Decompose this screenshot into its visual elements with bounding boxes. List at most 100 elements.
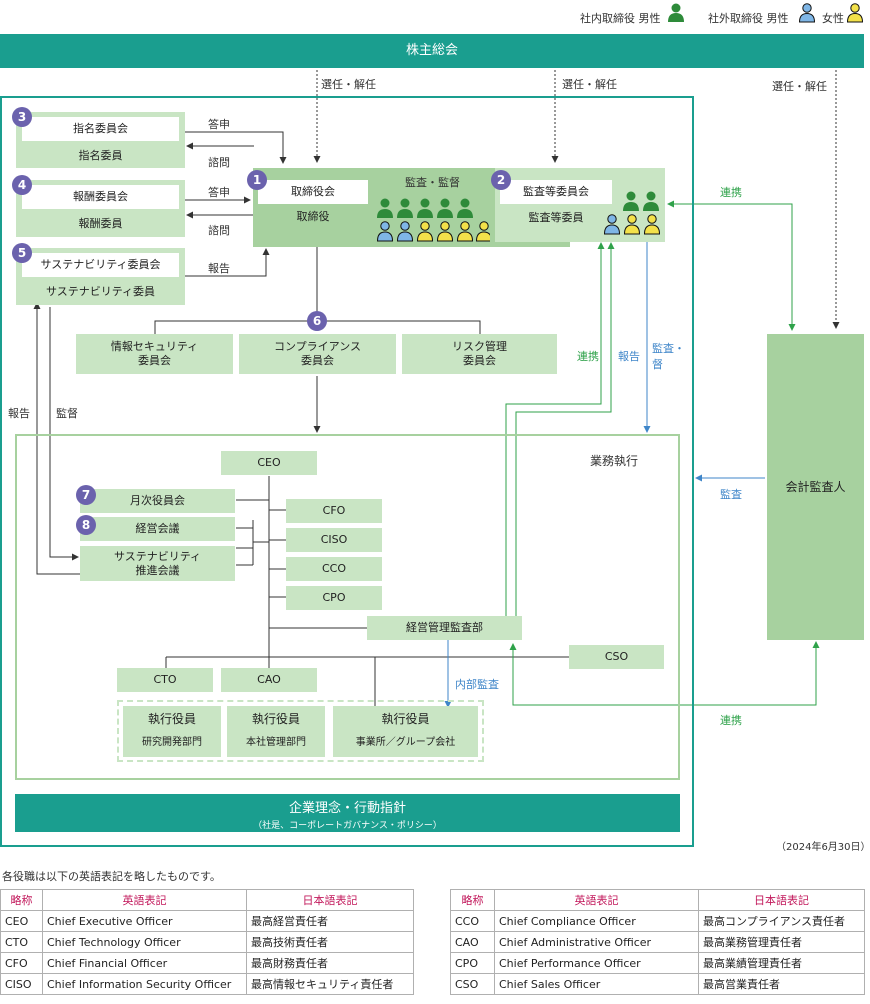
risk-committee-line2: 委員会	[463, 354, 496, 367]
legend-female-label: 女性	[822, 12, 844, 25]
officer-branches-dept: 事業所／グループ会社	[355, 737, 456, 748]
badge-3: 3	[12, 107, 32, 127]
cco-box: CCO	[286, 557, 382, 581]
sustainability-members: サステナビリティ委員	[45, 285, 156, 298]
shareholders-meeting: 株主総会	[0, 34, 864, 68]
security-committee: 情報セキュリティ 委員会	[76, 334, 233, 374]
english-cell: Chief Executive Officer	[42, 910, 247, 932]
security-committee-line2: 委員会	[138, 354, 171, 367]
compensation-meeting: 報酬委員会	[22, 185, 179, 209]
japanese-cell: 最高コンプライアンス責任者	[698, 910, 865, 932]
cooperation-label-mid: 連携	[577, 350, 599, 363]
cooperation-label-top: 連携	[720, 186, 742, 199]
header-japanese: 日本語表記	[246, 889, 414, 911]
officer-branches-title: 執行役員	[381, 712, 430, 726]
audit-member-icons	[603, 191, 665, 235]
english-cell: Chief Compliance Officer	[494, 910, 699, 932]
board-members: 取締役	[296, 210, 330, 223]
abbr-cell: CAO	[450, 931, 495, 953]
audit-committee-meeting: 監査等委員会	[500, 180, 612, 204]
cso-box: CSO	[569, 645, 664, 669]
outside-male-icon	[798, 3, 816, 23]
abbr-cell: CCO	[450, 910, 495, 932]
monthly-meeting: 月次役員会	[80, 489, 235, 513]
audit-dept-box: 経営管理監査部	[367, 616, 522, 640]
report-label-sustainability: 報告	[208, 262, 230, 275]
officers-group	[117, 700, 484, 762]
compliance-committee-line2: 委員会	[301, 354, 334, 367]
abbr-cell: CFO	[0, 952, 43, 974]
officer-branches: 執行役員 事業所／グループ会社	[333, 706, 478, 757]
badge-7: 7	[76, 485, 96, 505]
header-english: 英語表記	[42, 889, 247, 911]
report-label-audit: 報告	[618, 350, 640, 363]
audit-committee-members: 監査等委員	[528, 211, 584, 224]
officer-rnd-dept: 研究開発部門	[142, 737, 202, 748]
abbr-cell: CEO	[0, 910, 43, 932]
abbreviation-note: 各役職は以下の英語表記を略したものです。	[2, 870, 221, 883]
english-cell: Chief Financial Officer	[42, 952, 247, 974]
answer-label-nomination: 答申	[208, 118, 230, 131]
japanese-cell: 最高財務責任者	[246, 952, 414, 974]
audit-supervise-v2: 督	[652, 358, 663, 371]
japanese-cell: 最高情報セキュリティ責任者	[246, 973, 414, 995]
governance-frame	[0, 96, 694, 847]
corporate-philosophy: 企業理念・行動指針 （社是、コーポレートガバナンス・ポリシー）	[15, 794, 680, 832]
cpo-box: CPO	[286, 586, 382, 610]
answer-label-compensation: 答申	[208, 186, 230, 199]
abbr-cell: CISO	[0, 973, 43, 995]
legend-inside-label: 社内取締役 男性	[580, 12, 661, 25]
japanese-cell: 最高技術責任者	[246, 931, 414, 953]
execution-frame	[15, 434, 680, 780]
nomination-members: 指名委員	[78, 149, 123, 162]
badge-8: 8	[76, 515, 96, 535]
audit-label-auditor: 監査	[720, 488, 742, 501]
board-meeting: 取締役会	[258, 180, 368, 204]
director-icons	[376, 198, 493, 242]
philosophy-title: 企業理念・行動指針	[288, 801, 406, 816]
risk-committee-line1: リスク管理	[452, 340, 507, 353]
header-japanese: 日本語表記	[698, 889, 865, 911]
risk-committee: リスク管理 委員会	[402, 334, 557, 374]
cfo-box: CFO	[286, 499, 382, 523]
badge-1: 1	[247, 170, 267, 190]
compliance-committee-line1: コンプライアンス	[273, 340, 361, 353]
appoint-label-auditor: 選任・解任	[772, 80, 827, 93]
header-english: 英語表記	[494, 889, 699, 911]
abbr-cell: CTO	[0, 931, 43, 953]
execution-title: 業務執行	[590, 454, 639, 468]
consult-label-nomination: 諮問	[208, 156, 230, 169]
inside-director-icon	[668, 3, 684, 22]
ciso-box: CISO	[286, 528, 382, 552]
audit-supervise-label: 監査・監督	[405, 176, 460, 189]
sustainability-meeting: サステナビリティ委員会	[22, 253, 179, 277]
cao-box: CAO	[221, 668, 317, 692]
sustain-promo-line1: サステナビリティ	[113, 549, 202, 563]
badge-6: 6	[307, 311, 327, 331]
officer-rnd: 執行役員 研究開発部門	[123, 706, 221, 757]
officer-hq-title: 執行役員	[251, 712, 300, 726]
badge-4: 4	[12, 175, 32, 195]
as-of-date: （2024年6月30日）	[776, 842, 870, 853]
ceo-box: CEO	[221, 451, 317, 475]
compliance-committee: コンプライアンス 委員会	[239, 334, 396, 374]
english-cell: Chief Technology Officer	[42, 931, 247, 953]
japanese-cell: 最高営業責任者	[698, 973, 865, 995]
badge-2: 2	[491, 170, 511, 190]
english-cell: Chief Information Security Officer	[42, 973, 247, 995]
abbr-cell: CPO	[450, 952, 495, 974]
supervise-label-left: 監督	[56, 407, 78, 420]
sustainability-promotion-meeting: サステナビリティ 推進会議	[80, 546, 235, 581]
compensation-members: 報酬委員	[78, 217, 123, 230]
board-member-icons	[375, 198, 493, 242]
japanese-cell: 最高業務管理責任者	[698, 931, 865, 953]
accounting-auditor: 会計監査人	[767, 334, 864, 640]
